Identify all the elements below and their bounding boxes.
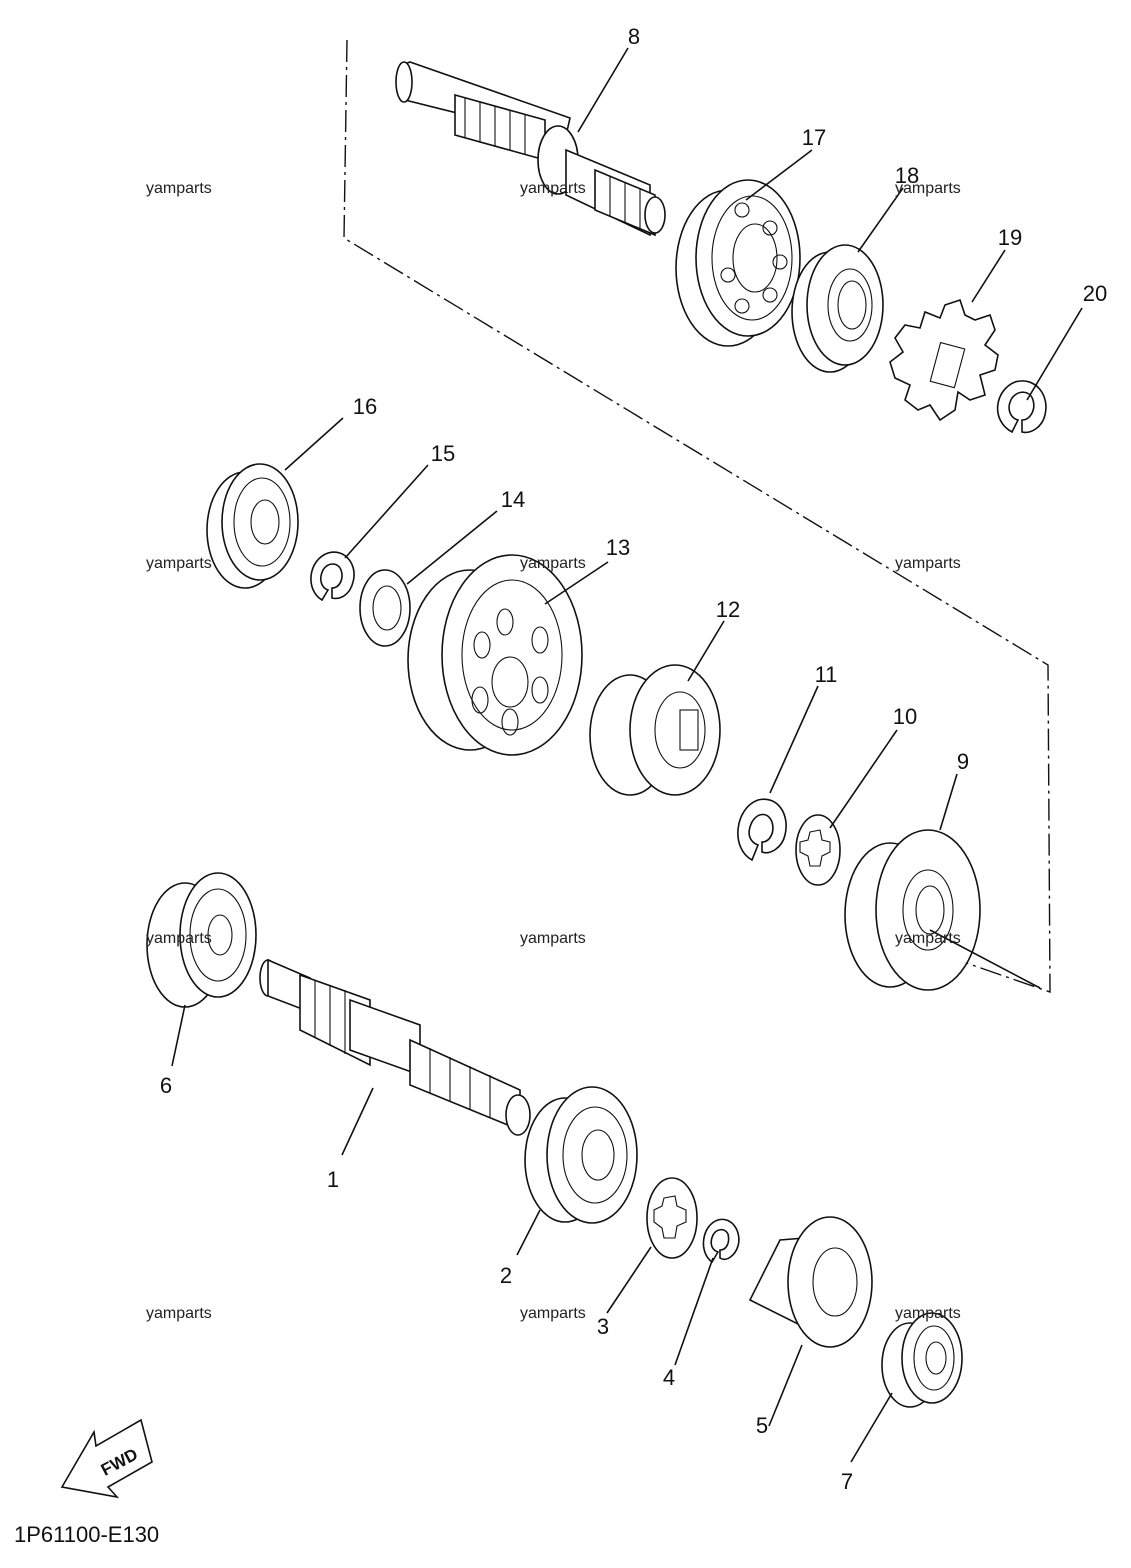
fwd-arrow-icon: FWD [60,1418,153,1499]
watermark: yamparts [146,555,212,572]
watermark: yamparts [146,930,212,947]
bearing-17-part [675,179,801,347]
gear-9-part [844,829,981,991]
watermark: yamparts [146,180,212,197]
callout-3: 3 [597,1314,609,1339]
circlip-15-part [310,551,355,602]
watermarks: yamparts yamparts yamparts yamparts yamp… [146,180,961,1322]
watermark: yamparts [520,180,586,197]
gear-12-part [589,664,721,796]
circlip-20-part [996,380,1047,434]
lock-washer-3-part [646,1177,698,1259]
washer-14-part [359,569,411,647]
callout-14: 14 [501,487,525,512]
circlip-4-part [702,1218,740,1264]
callout-5: 5 [756,1413,768,1438]
callout-2: 2 [500,1263,512,1288]
watermark: yamparts [520,930,586,947]
drive-axle-group-outline [343,39,1051,993]
callout-17: 17 [802,125,826,150]
watermark: yamparts [520,555,586,572]
watermark: yamparts [895,180,961,197]
callout-13: 13 [606,535,630,560]
callout-6: 6 [160,1073,172,1098]
callout-16: 16 [353,394,377,419]
gear-13-part [407,554,583,756]
callout-4: 4 [663,1365,675,1390]
watermark: yamparts [895,930,961,947]
drive-axle-part [395,61,666,237]
callout-9: 9 [957,749,969,774]
callout-18: 18 [895,163,919,188]
watermark: yamparts [520,1305,586,1322]
watermark: yamparts [146,1305,212,1322]
watermark: yamparts [895,555,961,572]
bearing-7-part [881,1312,963,1408]
callout-numbers: 8 17 18 19 20 16 15 14 13 12 11 10 9 6 1… [160,24,1107,1494]
drawing-code: 1P61100-E130 [14,1522,159,1547]
drive-sprocket-19-part [889,298,999,422]
gear-5-part [748,1216,873,1348]
callout-15: 15 [431,441,455,466]
circlip-11-part [737,798,787,862]
callout-12: 12 [716,597,740,622]
callout-20: 20 [1083,281,1107,306]
oil-seal-18-part [791,244,884,373]
callout-7: 7 [841,1469,853,1494]
callout-11: 11 [815,662,838,687]
callout-19: 19 [998,225,1022,250]
lock-washer-10-part [795,814,841,886]
callout-10: 10 [893,704,917,729]
gear-2-part [524,1086,638,1224]
callout-8: 8 [628,24,640,49]
bearing-6-part [146,872,257,1008]
leader-lines [171,47,1083,1463]
bearing-16-part [206,463,299,589]
watermark: yamparts [895,1305,961,1322]
callout-1: 1 [327,1167,339,1192]
main-axle-part [259,958,531,1136]
